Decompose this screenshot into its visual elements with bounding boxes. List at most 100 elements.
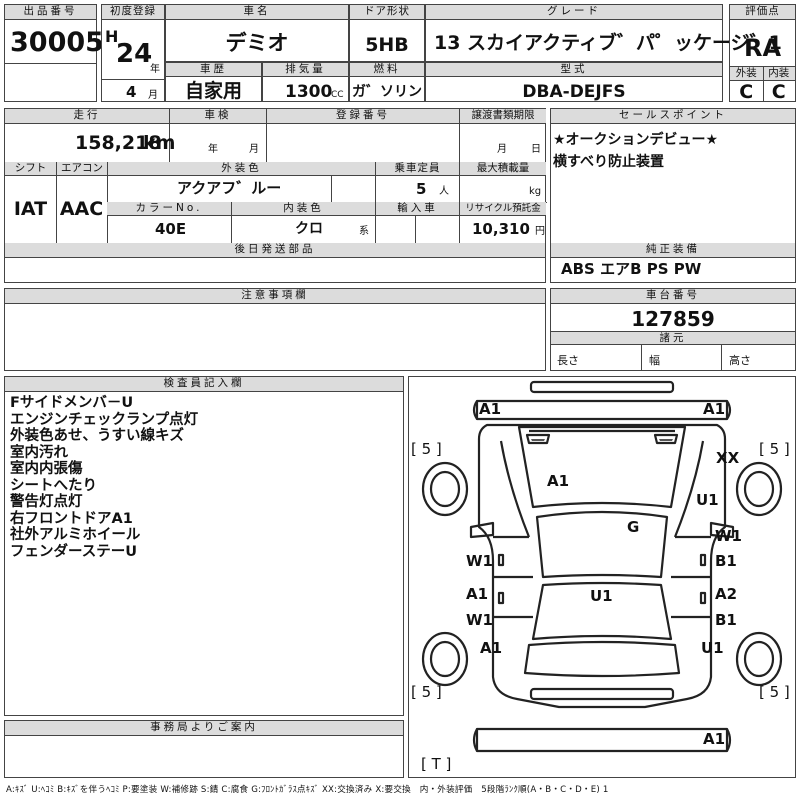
sales-label: セールスポイント (551, 109, 795, 124)
first-reg-box: 初度登録 H 24 年 4 月 (101, 4, 165, 102)
car-name-box: 車名 デミオ (165, 4, 349, 62)
color-no: 40E (155, 220, 187, 238)
mark-left-door-rear-a: A1 (466, 585, 489, 603)
interior-color-label: 内装色 (231, 202, 375, 216)
caution-label: 注意事項欄 (5, 289, 545, 304)
car-name-label: 車名 (166, 5, 348, 20)
era: H (105, 27, 119, 46)
transfer-month-unit: 月 (497, 144, 507, 155)
capacity-unit: 人 (439, 186, 449, 197)
displacement-box: 排気量 1300 CC (262, 62, 349, 102)
model-label: 型式 (426, 63, 722, 77)
transfer-day-unit: 日 (531, 144, 541, 155)
int-label: 内装 (762, 66, 795, 81)
mark-right-door-rear-b: B1 (715, 611, 737, 629)
note-item: フェンダーステーU (10, 543, 138, 560)
equipment: ABS エアB PS PW (561, 260, 702, 278)
score-label: 評価点 (730, 5, 795, 20)
ac: AAC (59, 198, 104, 220)
displacement-unit: CC (331, 90, 344, 100)
door-label: ドア形状 (350, 5, 424, 20)
history: 自家用 (184, 80, 242, 102)
length-label: 長さ (557, 354, 579, 367)
model-code: DBA-DEJFS (522, 82, 626, 102)
mark-left-door-front: W1 (466, 552, 493, 570)
mark-right-door-front-w: W1 (715, 527, 742, 545)
insp-month-unit: 月 (249, 144, 259, 155)
recycle: 10,310 (472, 220, 530, 238)
dims-label: 諸元 (551, 331, 795, 345)
load-label: 最大積載量 (459, 162, 546, 176)
inspection-label: 車検 (169, 109, 266, 124)
transfer-label: 譲渡書類期限 (459, 109, 546, 124)
mark-roof: U1 (590, 587, 613, 605)
note-item: 右フロントドアA1 (10, 510, 133, 527)
interior-color: クロ (295, 221, 323, 237)
note-item: エンジンチェックランプ点灯 (10, 411, 199, 428)
mark-front-left: A1 (479, 400, 502, 418)
recycle-label: リサイクル預託金 (459, 202, 546, 216)
width-label: 幅 (649, 354, 660, 367)
note-item: 警告灯点灯 (10, 494, 83, 510)
mark-left-door-rear-w: W1 (466, 611, 493, 629)
sales-box: セールスポイント ★オークションデビュー★ 横すべり防止装置 純正装備 ABS … (550, 108, 796, 283)
history-label: 車歴 (166, 63, 261, 77)
mileage: 158,218 (75, 132, 162, 154)
lot-box: 出品番号 30005 (4, 4, 104, 102)
inspector-box: 検査員記入欄 Fサイドメンバ－U エンジンチェックランプ点灯 外装色あせ、うすい… (4, 376, 404, 716)
inspector-label: 検査員記入欄 (5, 377, 403, 392)
lot-label: 出品番号 (5, 5, 96, 20)
grade-box: グレード 13 スカイアクティブ゛パ゜ッケージ゛1 (425, 4, 782, 62)
recycle-unit: 円 (535, 226, 545, 237)
displacement: 1300 (285, 82, 333, 102)
inspector-notes: Fサイドメンバ－U エンジンチェックランプ点灯 外装色あせ、うすい線キズ 室内汚… (10, 395, 198, 560)
history-box: 車歴 自家用 (165, 62, 262, 102)
mark-wheel-fl: [ 5 ] (411, 440, 442, 458)
mark-wheel-fr: [ 5 ] (759, 440, 790, 458)
later-parts-label: 後日発送部品 (5, 243, 545, 258)
note-item: シートへたり (10, 477, 97, 494)
mark-right-door-rear-a: A2 (715, 585, 738, 603)
sales-line-2: 横すべり防止装置 (553, 154, 665, 170)
fuel-label: 燃料 (350, 63, 424, 77)
score-box: 評価点 RA 外装 内装 C C (729, 4, 796, 102)
reg-year: 24 (116, 39, 153, 69)
note-item: 外装色あせ、うすい線キズ (10, 428, 184, 444)
grade: 13 スカイアクティブ゛パ゜ッケージ゛1 (434, 32, 782, 54)
mark-rear-left: A1 (480, 639, 503, 657)
mark-wheel-rl: [ 5 ] (411, 683, 442, 701)
reg-month: 4 (126, 83, 137, 101)
height-label: 高さ (729, 354, 751, 367)
mark-fender-fr: XX (716, 449, 740, 467)
note-item: Fサイドメンバ－U (10, 395, 134, 411)
mark-right-door-front-b: B1 (715, 552, 737, 570)
ext-label: 外装 (730, 66, 763, 81)
model-box: 型式 DBA-DEJFS (425, 62, 723, 102)
chassis-box: 車台番号 127859 諸元 長さ 幅 高さ (550, 288, 796, 371)
legend: A:ｷｽﾞ U:ﾍｺﾐ B:ｷｽﾞを伴うﾍｺﾐ P:要塗装 W:補修跡 S:錆 … (6, 785, 609, 795)
door-box: ドア形状 5HB (349, 4, 425, 62)
chassis-label: 車台番号 (551, 289, 795, 304)
fuel: ガ゛ソリン (352, 84, 422, 100)
caution-box: 注意事項欄 (4, 288, 546, 371)
fuel-box: 燃料 ガ゛ソリン (349, 62, 425, 102)
lot-number: 30005 (10, 27, 104, 58)
load-unit: kg (529, 186, 542, 197)
chassis-number: 127859 (631, 307, 715, 331)
mark-trunk: [ T ] (421, 755, 452, 773)
note-item: 室内内張傷 (10, 461, 83, 477)
shift-label: シフト (5, 162, 56, 176)
mark-rear-right: U1 (701, 639, 724, 657)
note-item: 社外アルミホイール (10, 527, 141, 543)
office-box: 事務局よりご案内 (4, 720, 404, 778)
insp-year-unit: 年 (208, 144, 218, 155)
shift: IAT (13, 198, 48, 220)
ac-label: エアコン (56, 162, 107, 176)
office-label: 事務局よりご案内 (5, 721, 403, 736)
mark-hood: A1 (547, 472, 570, 490)
interior-suffix: 系 (359, 226, 369, 237)
import-label: 輸入車 (375, 202, 459, 216)
equipment-label: 純正装備 (551, 243, 795, 258)
mark-wheel-rr: [ 5 ] (759, 683, 790, 701)
exterior-color-label: 外装色 (107, 162, 375, 176)
